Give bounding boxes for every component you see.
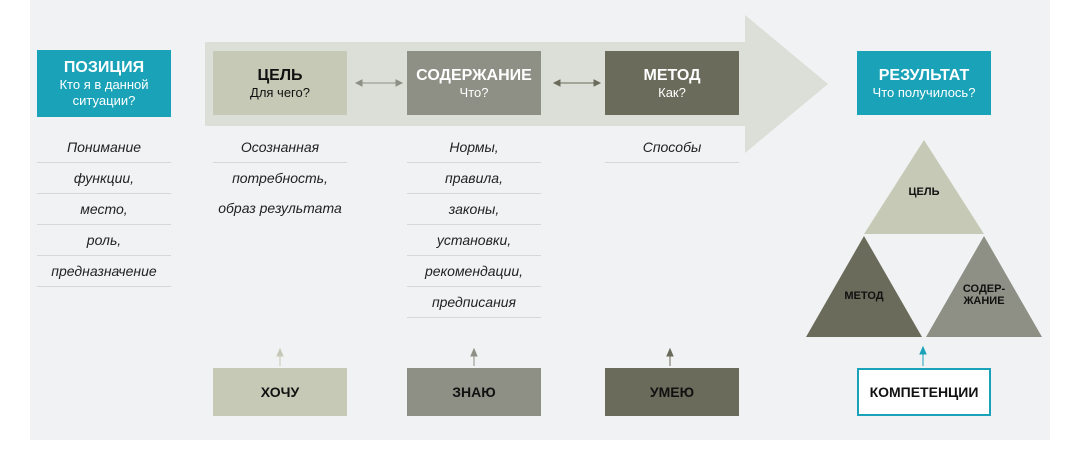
content-subtitle: Что? [459, 84, 489, 100]
list-item: законы, [407, 194, 541, 225]
list-item: предназначение [37, 256, 171, 287]
list-item: роль, [37, 225, 171, 256]
position-box: ПОЗИЦИЯ Кто я в данной ситуации? [37, 50, 171, 117]
method-box: МЕТОД Как? [605, 51, 739, 115]
list-item: предписания [407, 287, 541, 318]
goal-title: ЦЕЛЬ [257, 66, 303, 84]
method-list: Способы [605, 132, 739, 163]
up-arrow-can [666, 347, 674, 366]
know-box: ЗНАЮ [407, 368, 541, 416]
list-item: рекомендации, [407, 256, 541, 287]
position-title: ПОЗИЦИЯ [63, 59, 145, 76]
list-item: место, [37, 194, 171, 225]
goal-box: ЦЕЛЬ Для чего? [213, 51, 347, 115]
method-title: МЕТОД [643, 66, 701, 84]
up-arrow-want [276, 347, 284, 366]
triangle-goal [864, 140, 984, 234]
can-label: УМЕЮ [649, 384, 695, 400]
list-item: потребность, [232, 170, 328, 186]
connector-content-method [552, 79, 602, 87]
list-item: функции, [37, 163, 171, 194]
result-subtitle: Что получилось? [872, 84, 976, 100]
up-arrow-competencies [919, 345, 927, 366]
up-arrow-know [470, 347, 478, 366]
list-item: правила, [407, 163, 541, 194]
list-item: образ результата [218, 200, 342, 216]
goal-subtitle: Для чего? [250, 84, 310, 100]
position-list: Понимание функции, место, роль, предназн… [37, 132, 171, 287]
method-subtitle: Как? [658, 84, 686, 100]
triangle-method-label: МЕТОД [844, 290, 884, 302]
list-item: установки, [407, 225, 541, 256]
triangle-content-label: СОДЕР- ЖАНИЕ [962, 283, 1006, 307]
content-box: СОДЕРЖАНИЕ Что? [407, 51, 541, 115]
list-item: Способы [605, 132, 739, 163]
goal-list: Осознанная потребность, образ результата [213, 132, 347, 223]
can-box: УМЕЮ [605, 368, 739, 416]
triangle-content [926, 236, 1042, 337]
position-subtitle: Кто я в данной ситуации? [59, 77, 149, 108]
list-item: Осознанная [213, 132, 347, 163]
list-item: Нормы, [407, 132, 541, 163]
connector-goal-content [354, 79, 404, 87]
know-label: ЗНАЮ [452, 384, 496, 400]
content-list: Нормы, правила, законы, установки, реком… [407, 132, 541, 318]
content-title: СОДЕРЖАНИЕ [416, 66, 532, 84]
want-label: ХОЧУ [260, 384, 300, 400]
competencies-label: КОМПЕТЕНЦИИ [869, 384, 979, 400]
triangle-method [806, 236, 922, 337]
result-box: РЕЗУЛЬТАТ Что получилось? [857, 51, 991, 115]
result-title: РЕЗУЛЬТАТ [878, 66, 970, 84]
want-box: ХОЧУ [213, 368, 347, 416]
triangle-goal-label: ЦЕЛЬ [908, 186, 940, 198]
list-item: Понимание [37, 132, 171, 163]
competencies-box: КОМПЕТЕНЦИИ [857, 368, 991, 416]
